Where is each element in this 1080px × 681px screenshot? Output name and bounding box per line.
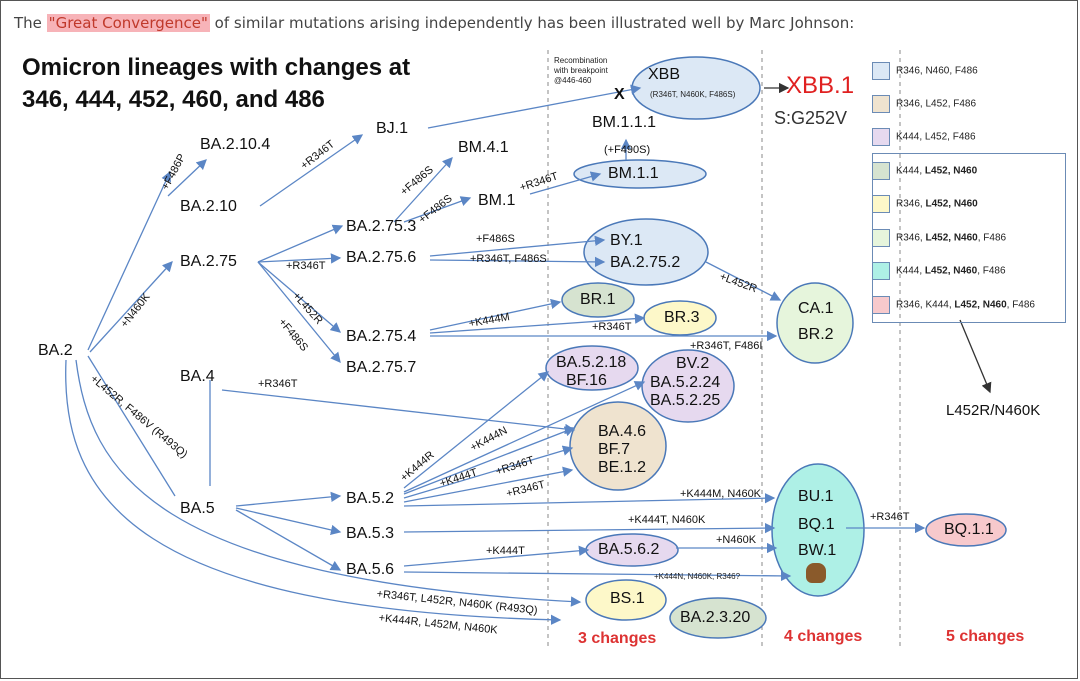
- lineage-br2: BR.2: [798, 326, 834, 343]
- lineage-br1: BR.1: [580, 291, 616, 308]
- changes-three: 3 changes: [578, 630, 657, 647]
- lineage-ellipses: [545, 56, 1007, 639]
- mut-r346t-f486s: +R346T, F486S: [470, 253, 547, 265]
- lineage-bq1: BQ.1: [798, 516, 835, 533]
- mut-f490s: (+F490S): [604, 144, 651, 156]
- lineage-ba4: BA.4: [180, 368, 215, 385]
- legend-item: R346, N460, F486: [872, 62, 978, 84]
- lineage-br3: BR.3: [664, 309, 700, 326]
- mut-ba4-r346t: +R346T: [258, 378, 298, 390]
- xbb-mutations: (R346T, N460K, F486S): [650, 90, 736, 99]
- mut-r346t-bq11: +R346T: [870, 511, 910, 523]
- lineage-bf7: BF.7: [598, 441, 631, 458]
- title-line-1: Omicron lineages with changes at: [22, 54, 411, 81]
- mut-k444m-n460k: +K444M, N460K: [680, 488, 762, 500]
- lineage-ba5: BA.5: [180, 500, 215, 517]
- lineage-bm41: BM.4.1: [458, 139, 509, 156]
- lineage-ba52: BA.5.2: [346, 490, 395, 507]
- legend-swatch: [872, 162, 890, 180]
- lineage-ba2320: BA.2.3.20: [680, 609, 751, 626]
- lineage-bm11: BM.1.1: [608, 165, 659, 182]
- lineage-bu1: BU.1: [798, 488, 834, 505]
- lineage-bs1: BS.1: [610, 590, 645, 607]
- lineage-bj1: BJ.1: [376, 120, 409, 137]
- legend-swatch: [872, 62, 890, 80]
- legend-swatch: [872, 229, 890, 247]
- legend-swatch: [872, 296, 890, 314]
- lineage-ba275: BA.2.75: [180, 253, 237, 270]
- lineage-ba2752: BA.2.75.2: [610, 254, 681, 271]
- lineage-by1: BY.1: [610, 232, 643, 249]
- lineage-ca1: CA.1: [798, 300, 834, 317]
- lineage-ba2: BA.2: [38, 342, 73, 359]
- lineage-arrows: [65, 84, 926, 625]
- lineage-bm1: BM.1: [478, 192, 516, 209]
- lineage-bm111: BM.1.1.1: [592, 114, 657, 131]
- poop-icon: [806, 563, 826, 583]
- lineage-ba53: BA.5.3: [346, 525, 395, 542]
- convergence-label: L452R/N460K: [946, 402, 1041, 419]
- legend-item: R346, L452, N460, F486: [872, 229, 1006, 251]
- mut-k444t-562: +K444T: [486, 545, 525, 557]
- lineage-ba2757: BA.2.75.7: [346, 359, 417, 376]
- legend-swatch: [872, 128, 890, 146]
- highlight: "Great Convergence": [46, 14, 210, 32]
- lineage-be12: BE.1.2: [598, 459, 647, 476]
- mut-k444t-n460k: +K444T, N460K: [628, 514, 706, 526]
- column-dividers: [547, 50, 901, 650]
- legend-item: K444, L452, N460, F486: [872, 262, 1006, 284]
- sg252v-label: S:G252V: [774, 108, 848, 128]
- legend-item: K444, L452, F486: [872, 128, 976, 150]
- diagram-title: Omicron lineages with changes at 346, 44…: [22, 52, 462, 116]
- legend-swatch: [872, 195, 890, 213]
- legend-item: K444, L452, N460: [872, 162, 977, 184]
- mut-r346t-br3: +R346T: [592, 321, 632, 333]
- mut-n460k-bw: +N460K: [716, 534, 757, 546]
- lineage-xbb: XBB: [648, 66, 681, 83]
- legend-item: R346, K444, L452, N460, F486: [872, 296, 1035, 318]
- mut-r346t-f486i: +R346T, F486I: [690, 340, 763, 352]
- lineage-bq11: BQ.1.1: [944, 521, 994, 538]
- xbb1-label: XBB.1: [786, 72, 855, 99]
- lineage-ba562: BA.5.6.2: [598, 541, 660, 558]
- lineage-ba5218: BA.5.2.18: [556, 354, 627, 371]
- lineage-bv2: BV.2: [676, 355, 710, 372]
- legend-swatch: [872, 262, 890, 280]
- lineage-ba56: BA.5.6: [346, 561, 395, 578]
- changes-five: 5 changes: [946, 628, 1025, 645]
- lineage-ba46: BA.4.6: [598, 423, 647, 440]
- lineage-ba5224: BA.5.2.24: [650, 374, 721, 391]
- lineage-ba2754: BA.2.75.4: [346, 328, 417, 345]
- changes-four: 4 changes: [784, 628, 863, 645]
- title-line-2: 346, 444, 452, 460, and 486: [22, 86, 325, 113]
- lineage-bw1: BW.1: [798, 542, 837, 559]
- mut-k444n-small: +K444N, N460K, R346?: [654, 572, 741, 581]
- legend-item: R346, L452, F486: [872, 95, 976, 117]
- lineage-ba2756: BA.2.75.6: [346, 249, 417, 266]
- lineage-ba2753: BA.2.75.3: [346, 218, 417, 235]
- intro-text: The "Great Convergence" of similar mutat…: [14, 14, 855, 32]
- lineage-ba210: BA.2.10: [180, 198, 237, 215]
- mut-r346t-756: +R346T: [286, 260, 326, 272]
- legend-swatch: [872, 95, 890, 113]
- recombination-x: X: [614, 86, 625, 103]
- legend-item: R346, L452, N460: [872, 195, 978, 217]
- lineage-bf16: BF.16: [566, 372, 607, 389]
- mut-f486s-by: +F486S: [476, 233, 515, 245]
- lineage-ba2104: BA.2.10.4: [200, 136, 271, 153]
- black-arrows: [764, 82, 992, 394]
- lineage-ba5225: BA.5.2.25: [650, 392, 721, 409]
